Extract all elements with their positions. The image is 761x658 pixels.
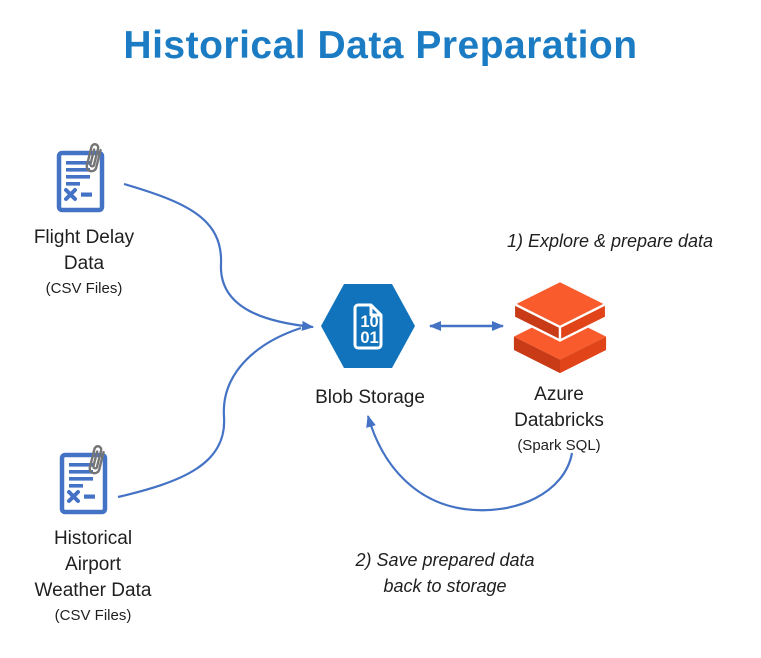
databricks-stacked-bricks-icon — [512, 279, 608, 374]
document-text-lines — [66, 161, 92, 197]
paperclip-icon — [88, 445, 105, 475]
x-mark-icon — [67, 490, 80, 503]
annotation-step2: 2) Save prepared data back to storage — [355, 550, 535, 597]
binary-text-line1: 10 — [360, 313, 378, 331]
weather-data-node — [58, 440, 120, 523]
upper-brick — [512, 279, 608, 342]
document-with-paperclip-icon — [59, 445, 108, 515]
weather-data-sublabel: (CSV Files) — [54, 607, 132, 625]
databricks-label: Azure Databricks (Spark SQL) — [479, 382, 639, 456]
flight-data-node — [55, 138, 117, 221]
binary-text-line2: 01 — [360, 329, 378, 347]
document-with-paperclip-icon — [56, 143, 105, 213]
flight-data-sublabel: (CSV Files) — [45, 280, 123, 298]
binary-document-glyph — [353, 303, 383, 350]
blob-storage-hexagon-icon: 10 01 — [321, 284, 415, 368]
hexagon-shape — [321, 284, 415, 368]
annotation-step1: 1) Explore & prepare data — [506, 231, 714, 251]
databricks-node — [510, 279, 610, 380]
x-mark-icon — [64, 188, 77, 201]
databricks-sublabel: (Spark SQL) — [517, 437, 601, 455]
blob-storage-node: 10 01 — [318, 281, 418, 376]
weather-data-label: Historical Airport Weather Data (CSV Fil… — [8, 526, 178, 626]
arrow-weather-to-blob — [117, 326, 302, 499]
diagram-title: Historical Data Preparation — [123, 24, 638, 67]
flight-data-label: Flight Delay Data (CSV Files) — [2, 225, 166, 299]
document-text-lines — [69, 463, 95, 499]
paperclip-icon — [85, 143, 102, 173]
blob-storage-label: Blob Storage — [315, 387, 425, 408]
